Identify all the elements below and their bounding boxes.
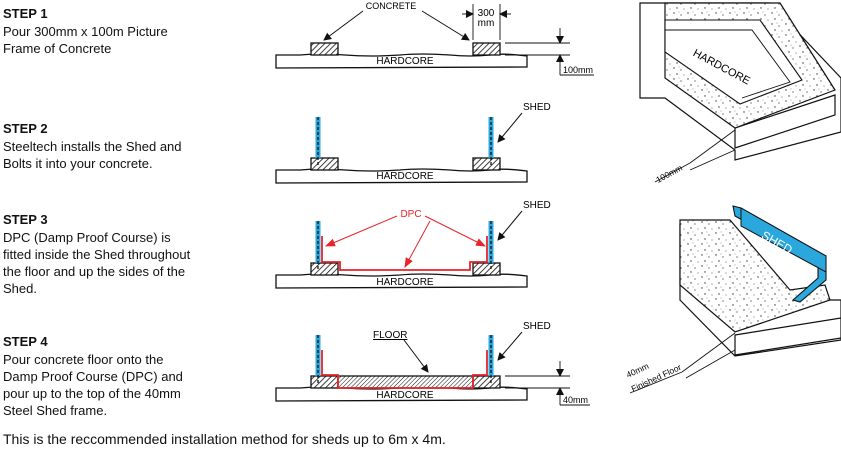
dpc-leader-line [325, 215, 398, 247]
iso-finished-floor-label: Finished Floor [630, 362, 683, 394]
step-4-diagram: FLOOR HARDCORE SHED 40mm [275, 321, 590, 406]
shed-label: SHED [523, 321, 551, 332]
iso-dimension-line [629, 371, 683, 394]
hardcore-label: HARDCORE [376, 277, 434, 288]
concrete-leader-line [421, 10, 470, 41]
hardcore-slab [275, 168, 528, 184]
floor-label: FLOOR [373, 330, 407, 341]
concrete-footing-right [472, 42, 501, 56]
step-4: STEP 4 Pour concrete floor onto the Damp… [3, 334, 228, 419]
step-4-text-line-3: pour up to the top of the 40mm [3, 386, 181, 401]
dimension-300-unit: mm [478, 18, 495, 29]
iso-dimension-line [681, 332, 736, 373]
iso-shed-label: SHED [759, 228, 795, 257]
hardcore-slab [275, 53, 528, 69]
dpc-membrane [321, 350, 488, 389]
step-1: STEP 1 Pour 300mm x 100m Picture Frame o… [3, 6, 228, 57]
step-3-text-line-1: DPC (Damp Proof Course) is [3, 230, 171, 245]
concrete-footing-left [310, 375, 339, 389]
step-4-text-line-4: Steel Shed frame. [3, 403, 108, 418]
hardcore-label: HARDCORE [376, 56, 434, 67]
iso-frame-hardcore-inner [664, 19, 803, 105]
concrete-floor [337, 375, 474, 389]
concrete-label: CONCRETE [366, 1, 417, 11]
dimension-40mm-label: 40mm [563, 395, 588, 405]
concrete-footing-right [472, 375, 501, 389]
iso-shed-frame-face [740, 207, 827, 273]
concrete-footing-right [472, 262, 501, 276]
dpc-leader-line [424, 215, 486, 247]
hardcore-label: HARDCORE [376, 171, 434, 182]
iso-finished-floor-diagram: SHED 40mm Finished Floor [625, 205, 841, 394]
step-4-text-line-2: Damp Proof Course (DPC) and [3, 369, 183, 384]
dimension-300-label: 300 [478, 8, 495, 19]
concrete-footing-left [310, 42, 339, 56]
iso-frame-side [734, 94, 836, 149]
step-1-title: STEP 1 [3, 6, 48, 21]
step-2: STEP 2 Steeltech installs the Shed and B… [3, 121, 228, 172]
iso-shed-wall [732, 205, 827, 303]
concrete-footing-left [310, 262, 339, 276]
step-1-text-line-1: Pour 300mm x 100m Picture [3, 24, 168, 39]
concrete-footing-right [472, 157, 501, 171]
iso-dimension-line [654, 162, 691, 183]
step-3-text-line-2: fitted inside the Shed throughout [3, 247, 191, 262]
step-1-diagram: HARDCORE CONCRETE 300 mm 100mm [275, 1, 594, 76]
step-3-diagram: DPC HARDCORE SHED [275, 200, 551, 289]
iso-dimension-line [689, 149, 736, 171]
step-2-diagram: HARDCORE SHED [275, 102, 551, 184]
hardcore-slab [275, 273, 528, 289]
dpc-membrane [321, 236, 488, 271]
step-3-text-line-3: the floor and up the sides of the [3, 264, 186, 279]
iso-floor-side [734, 317, 841, 356]
iso-40mm-label: 40mm [625, 361, 651, 380]
step-4-text-line-1: Pour concrete floor onto the [3, 352, 164, 367]
step-2-text-line-2: Bolts it into your concrete. [3, 156, 153, 171]
iso-100mm-label: 100mm [654, 163, 684, 185]
shed-label: SHED [523, 102, 551, 113]
iso-concrete-frame-diagram: HARDCORE 100mm [639, 2, 841, 185]
iso-dimension-line [689, 129, 736, 164]
concrete-leader-line [323, 10, 364, 41]
floor-leader-line [403, 339, 429, 373]
shed-label: SHED [523, 200, 551, 211]
shed-leader-line [497, 210, 523, 241]
dpc-leader-line [404, 220, 431, 268]
step-3: STEP 3 DPC (Damp Proof Course) is fitted… [3, 212, 228, 297]
step-3-text-line-4: Shed. [3, 281, 37, 296]
iso-dimension-line [685, 349, 736, 379]
iso-floor-top [679, 219, 831, 333]
step-2-title: STEP 2 [3, 121, 48, 136]
dpc-label: DPC [400, 209, 421, 220]
iso-floor-base [679, 224, 841, 357]
shed-leader-line [497, 331, 523, 361]
footer-note: This is the reccommended installation me… [3, 431, 446, 447]
concrete-footing-left [310, 157, 339, 171]
step-1-text-line-2: Frame of Concrete [3, 41, 112, 56]
hardcore-label: HARDCORE [376, 390, 434, 401]
shed-leader-line [497, 112, 523, 143]
step-3-title: STEP 3 [3, 212, 48, 227]
step-2-text-line-1: Steeltech installs the Shed and [3, 139, 182, 154]
iso-frame-base [639, 2, 841, 161]
iso-hardcore-label: HARDCORE [691, 47, 752, 87]
dimension-100mm-label: 100mm [563, 65, 593, 75]
step-4-title: STEP 4 [3, 334, 48, 349]
hardcore-slab [275, 386, 528, 402]
iso-frame-inner-edge [665, 29, 791, 99]
iso-frame-top [664, 2, 836, 129]
